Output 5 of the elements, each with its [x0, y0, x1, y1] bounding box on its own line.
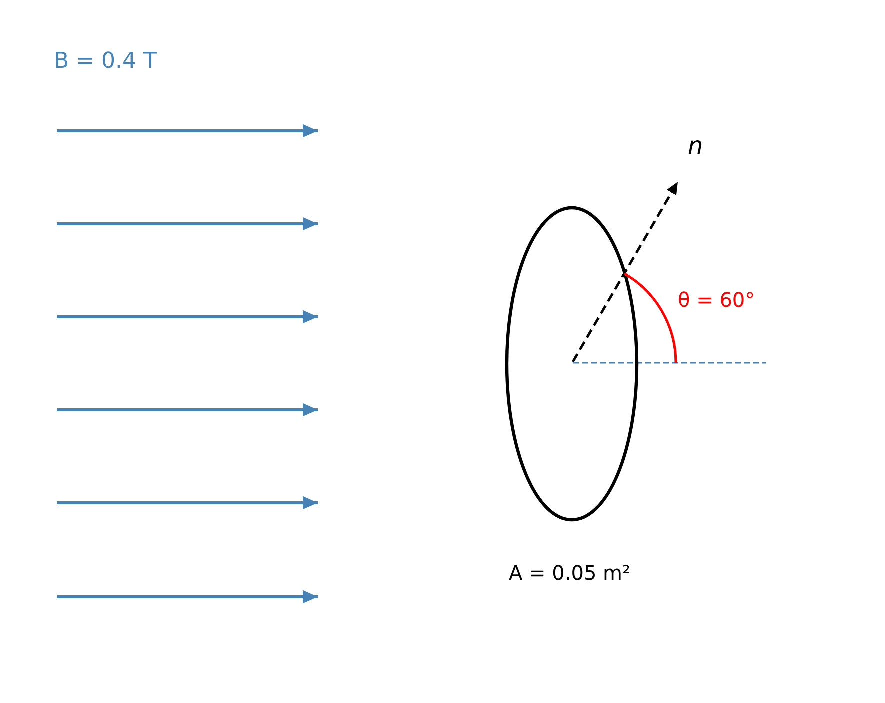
area-label: A = 0.05 m²	[509, 561, 631, 585]
coil-loop	[505, 206, 639, 522]
angle-label: θ = 60°	[678, 288, 756, 312]
field-strength-label: B = 0.4 T	[54, 49, 157, 76]
normal-label: n	[688, 132, 704, 161]
